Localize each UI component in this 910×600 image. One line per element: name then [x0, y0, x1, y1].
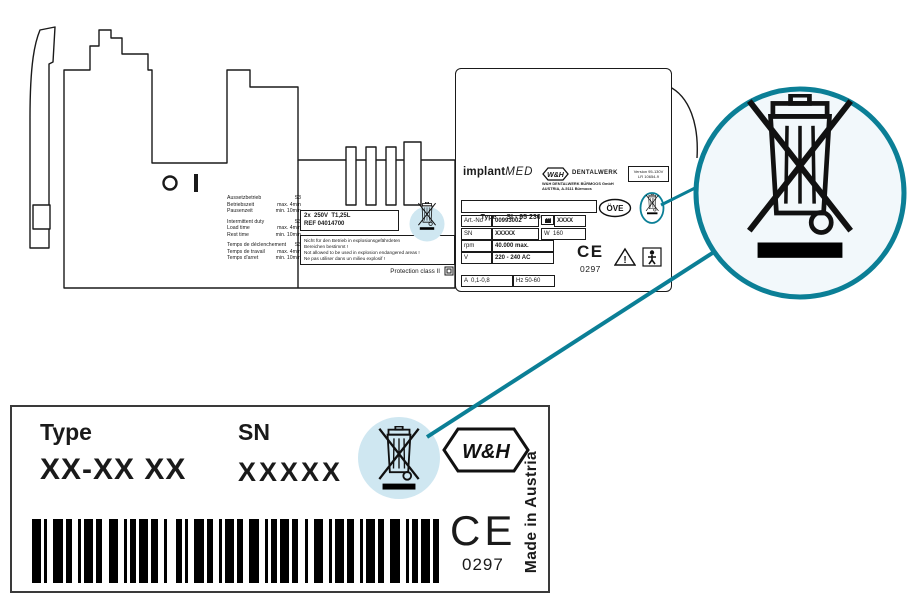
explosion-warning-box: Nicht für den Betrieb in explosionsgefäh… [300, 235, 455, 266]
amp-cell: A 0,1-0,8 [461, 275, 513, 287]
protection-class-label: Protection class II [390, 267, 440, 275]
type-row: Type SI - 95 230 [461, 200, 597, 221]
type-b-applied-part-icon [642, 247, 662, 272]
warning-triangle-icon: ! [613, 247, 637, 272]
sn-label-cell: SN [461, 228, 492, 240]
handpiece-holder [365, 146, 377, 206]
type-label: Type [480, 214, 497, 221]
power-off-icon [162, 175, 178, 191]
rpm-label-cell: rpm [461, 240, 492, 252]
label-type-value: XX-XX XX [40, 453, 187, 486]
device-body-outline [63, 29, 456, 289]
ove-certification-logo: ÖVE [598, 198, 632, 223]
svg-text:!: ! [623, 255, 626, 266]
ce-mark-label: CE [450, 507, 517, 554]
ce-mark: CE [577, 242, 604, 261]
lot-cell: XXXX [554, 215, 586, 227]
weee-icon [378, 426, 420, 490]
manufacturer-icon [541, 215, 554, 225]
barcode [32, 519, 440, 583]
stand-pole [29, 26, 56, 249]
hz-cell: Hz 50-60 [513, 275, 555, 287]
fuse-ref: REF 04014700 [304, 220, 345, 227]
label-sn-heading: SN [238, 419, 270, 445]
protection-class-row: Protection class II [352, 266, 454, 276]
explosion-line: Ne pas utiliser dans un milieu explosif … [304, 256, 386, 262]
type-plate: implantMED W&H DENTALWERK W&H DENTALWERK… [455, 68, 672, 292]
ce-number-label: 0297 [462, 555, 504, 574]
svg-text:W&H: W&H [547, 172, 565, 179]
explosion-line: Not allowed to be used in explosion enda… [304, 250, 420, 256]
volt-label-cell: V [461, 252, 492, 264]
artno-value-cell: 00993002 [492, 215, 539, 227]
watt-cell: W 160 [541, 228, 586, 240]
svg-text:ÖVE: ÖVE [607, 204, 625, 213]
protection-class-ii-icon [444, 266, 454, 276]
explosion-line: Nicht für den Betrieb in explosionsgefäh… [304, 238, 401, 243]
wh-logo-small: W&H [542, 167, 569, 186]
handpiece-holder [403, 141, 422, 206]
explosion-line: Bereichen bestimmt ! [304, 244, 349, 250]
label-sn-value: XXXXX [238, 457, 344, 487]
brand-logo: implantMED [463, 166, 533, 178]
handpiece-holder [385, 146, 397, 206]
made-in-austria-text: Made in Austria [523, 450, 540, 574]
svg-text:W&H: W&H [462, 441, 510, 463]
sample-label: Type XX-XX XX SN XXXXX W&H CE 0297 Made … [10, 405, 550, 593]
type-value: SI - 95 230 [506, 214, 541, 221]
wh-logo: W&H [442, 427, 530, 478]
label-type-heading: Type [40, 419, 92, 445]
sn-value-cell: XXXXX [492, 228, 539, 240]
med-text: MED [505, 166, 534, 178]
ce-number: 0297 [580, 264, 601, 274]
cert-box: Version 95-130V LR 10654-9 [628, 166, 669, 183]
fuse-rating: 2x 250V T1,25L [304, 213, 351, 219]
rpm-value-cell: 40.000 max. [492, 240, 554, 252]
weee-callout-circle [358, 417, 440, 499]
handpiece-holder [345, 146, 357, 206]
artno-label-cell: Art.-No [461, 215, 492, 227]
manufacturer-address: W&H DENTALWERK BÜRMOOS GmbH AUSTRIA, A-5… [542, 181, 614, 191]
implant-text: implant [463, 166, 506, 178]
volt-value-cell: 220 - 240 AC [492, 252, 554, 264]
dentalwerk-text: DENTALWERK [572, 170, 618, 176]
fuse-spec-box: 2x 250V T1,25L REF 04014700 [300, 210, 399, 232]
